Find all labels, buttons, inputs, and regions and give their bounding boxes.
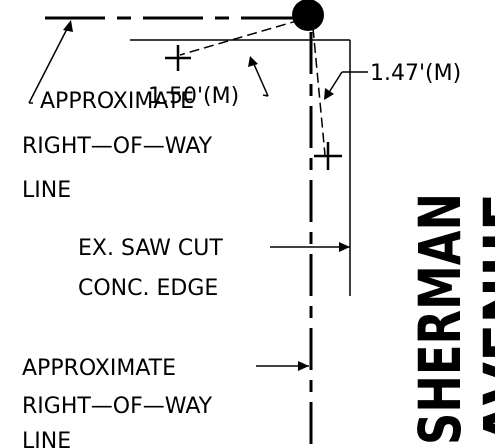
plus-marker-top	[165, 45, 191, 71]
street-name-avenue: AVENUE	[471, 193, 495, 445]
row-top-line-3: LINE	[22, 178, 71, 203]
row-top-line-2: RIGHT—OF—WAY	[22, 134, 213, 159]
row-bottom-line-2: RIGHT—OF—WAY	[22, 394, 213, 419]
measure-line-right	[312, 27, 326, 156]
leader-row-bottom	[256, 361, 309, 371]
measurement-1-47-label: 1.47'(M)	[370, 61, 461, 86]
street-name-sherman: SHERMAN	[406, 193, 474, 445]
leader-saw-cut	[270, 242, 350, 252]
row-bottom-line-1: APPROXIMATE	[22, 356, 176, 381]
row-bottom-line-3: LINE	[22, 429, 71, 448]
leader-1-50	[248, 56, 269, 97]
measurement-1-50-label: 1.50'(M)	[148, 84, 239, 109]
row-top-line-1: APPROXIMATE	[40, 89, 194, 114]
leader-row-top	[28, 20, 73, 104]
saw-cut-line-1: EX. SAW CUT	[78, 236, 223, 261]
plus-marker-right	[314, 142, 342, 170]
saw-cut-line-2: CONC. EDGE	[78, 276, 218, 301]
monument-dot	[292, 0, 324, 31]
leader-1-47	[324, 71, 368, 100]
measure-line-left	[179, 19, 301, 56]
